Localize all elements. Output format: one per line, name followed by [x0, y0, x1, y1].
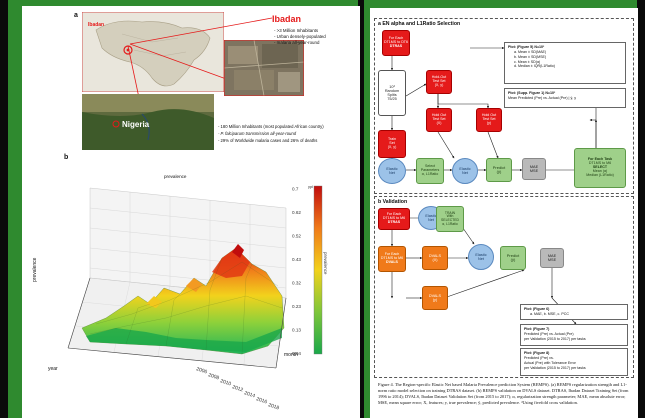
dvals-x-box: DVALS(X)	[422, 246, 448, 270]
nigeria-satellite-map	[82, 94, 214, 150]
year-tick-label: 2006	[195, 366, 208, 375]
panel-a-label: a	[74, 12, 78, 19]
flowchart-connectors	[390, 46, 598, 325]
year-tick-label: 2014	[243, 390, 256, 399]
colorbar-tick-label: 0.23	[292, 304, 301, 309]
ibadan-satellite-photo	[224, 40, 304, 96]
predict-box-validation: Predict(ŷ)	[500, 246, 526, 270]
colorbar-tick-label: 0.04	[292, 351, 301, 356]
ibadan-fact-1: - >3 Million Inhabitants	[274, 28, 319, 33]
colorbar-label: prevalence	[323, 252, 328, 275]
ibadan-fact-3: - malaria all-year-round	[274, 40, 320, 45]
figure-panel-right: a EN alpha and L1Ratio Selection	[370, 8, 638, 418]
section-b-frame	[374, 196, 634, 378]
plot-figure6-note: Plot: (Figure 6) a. MAE, b. MSE, c. PCC	[520, 304, 628, 320]
ibadan-title: Ibadan	[272, 14, 302, 24]
colorbar-tick-label: 0.7	[292, 187, 299, 192]
predict-box: Predict(ŷ)	[486, 158, 512, 182]
year-tick-label: 2010	[219, 378, 232, 387]
nigeria-fact-3: - 29% of Worldwide malaria cases and 26%…	[218, 138, 318, 143]
panel-b-label: b	[64, 154, 69, 161]
year-tick-label: 2008	[207, 372, 220, 381]
colorbar-tick-label: 0.62	[292, 210, 301, 215]
section-a-title: a EN alpha and L1Ratio Selection	[378, 21, 461, 27]
center-divider-bar	[358, 0, 364, 418]
ibadan-fact-2: - Urban densely-populated	[274, 34, 326, 39]
axis-month-label: month	[284, 352, 298, 358]
section-b-title: b Validation	[378, 199, 408, 205]
year-tick-label: 2012	[231, 384, 244, 393]
figure-panel-left: a Ibadan Nigeria Ibadan - >3 Million Inh…	[22, 6, 360, 418]
colorbar-unit: ypl	[308, 184, 314, 189]
right-edge-bar	[637, 0, 645, 418]
colorbar-tick-label: 0.43	[292, 257, 301, 262]
section-a-frame	[374, 18, 634, 194]
plot-figure8-note: Plot: (Figure 8) Predicted (Pre) vs. Act…	[520, 348, 628, 376]
colorbar-tick-label: 0.52	[292, 234, 301, 239]
plot-figure5-note: Plot: (Figure 5) N=10³ a. Mean ± SD(MAE)…	[504, 42, 626, 84]
figure-caption: Figure 4. The Region-specific Elastic Ne…	[378, 382, 629, 405]
axis-prevalence-label: prevalence	[32, 257, 38, 282]
dvals-y-box: DVALS(y)	[422, 286, 448, 310]
africa-map	[82, 12, 224, 92]
surface-top-label: prevalence	[164, 174, 187, 179]
nigeria-label: Nigeria	[122, 120, 150, 129]
colorbar-tick-label: 0.32	[292, 281, 301, 286]
axis-year-label: year	[48, 366, 58, 372]
colorbar-tick-label: 0.13	[292, 328, 301, 333]
nigeria-fact-1: - 180 Million Inhabitants (most populate…	[218, 124, 324, 129]
plot-supp-figure1-note: Plot: (Supp. Figure 1) N=10³ Mean Predic…	[504, 88, 626, 108]
year-tick-label: 2016	[255, 396, 268, 405]
year-tick-label: 2018	[267, 402, 280, 411]
nigeria-fact-2: - P. falciparum transmission all-year-ro…	[218, 131, 297, 136]
plot-figure7-note: Plot: (Figure 7) Predicted (Pre) vs. Act…	[520, 324, 628, 346]
ibadan-map-label: Ibadan	[88, 22, 105, 28]
left-edge-bar	[0, 0, 8, 418]
